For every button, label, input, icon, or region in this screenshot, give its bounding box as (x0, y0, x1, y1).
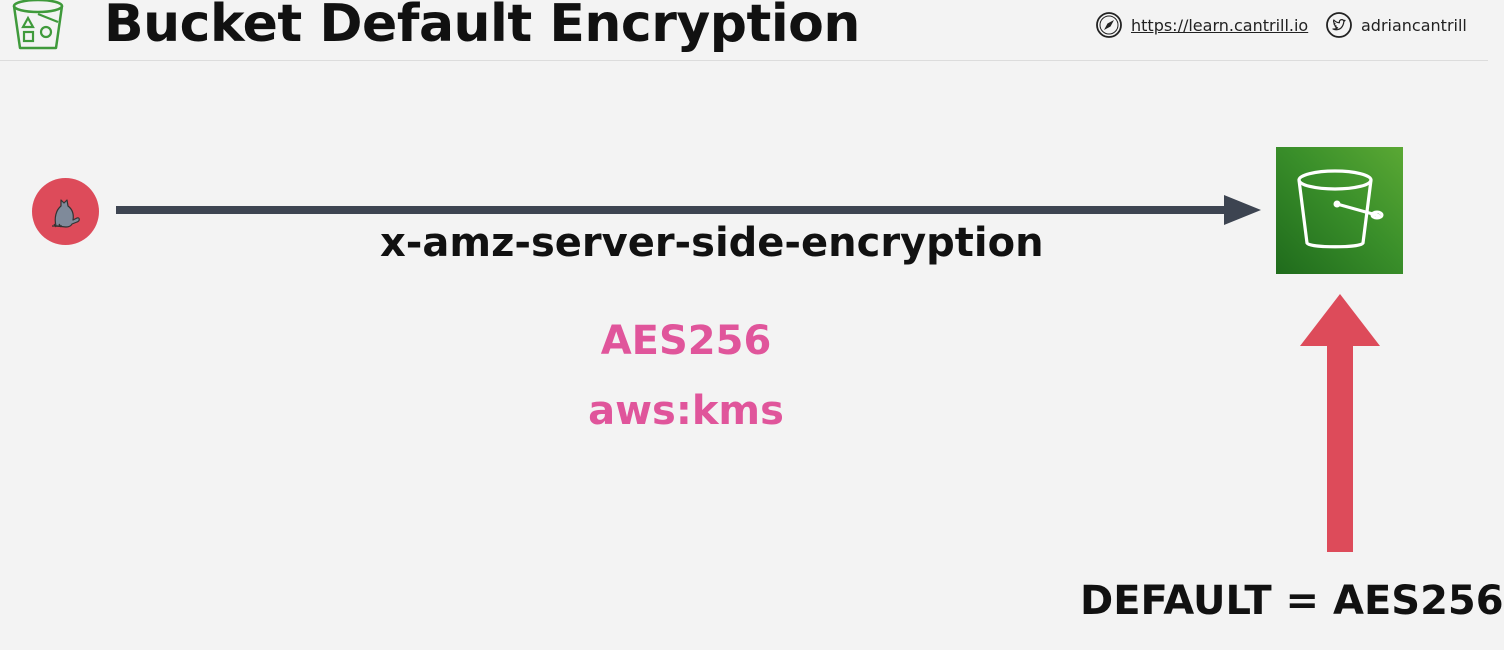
website-link-group[interactable]: https://learn.cantrill.io (1095, 10, 1308, 40)
s3-bucket-icon (1276, 147, 1403, 274)
slide-title: Bucket Default Encryption (104, 0, 860, 54)
default-arrow (1300, 294, 1380, 552)
request-arrow (116, 195, 1261, 225)
s3-bucket-logo-icon (8, 0, 68, 54)
twitter-bird-icon (1326, 12, 1352, 38)
option-aes256: AES256 (600, 318, 772, 364)
cat-user-icon (32, 178, 99, 245)
encryption-header-label: x-amz-server-side-encryption (380, 220, 1044, 266)
twitter-handle-group[interactable]: adriancantrill (1325, 10, 1467, 40)
option-aws-kms: aws:kms (588, 388, 784, 434)
website-link[interactable]: https://learn.cantrill.io (1131, 15, 1309, 35)
slide-header: Bucket Default Encryption https://learn.… (0, 0, 1488, 61)
compass-icon (1096, 12, 1122, 38)
twitter-handle: adriancantrill (1361, 15, 1467, 35)
default-encryption-label: DEFAULT = AES256 (1080, 578, 1504, 624)
